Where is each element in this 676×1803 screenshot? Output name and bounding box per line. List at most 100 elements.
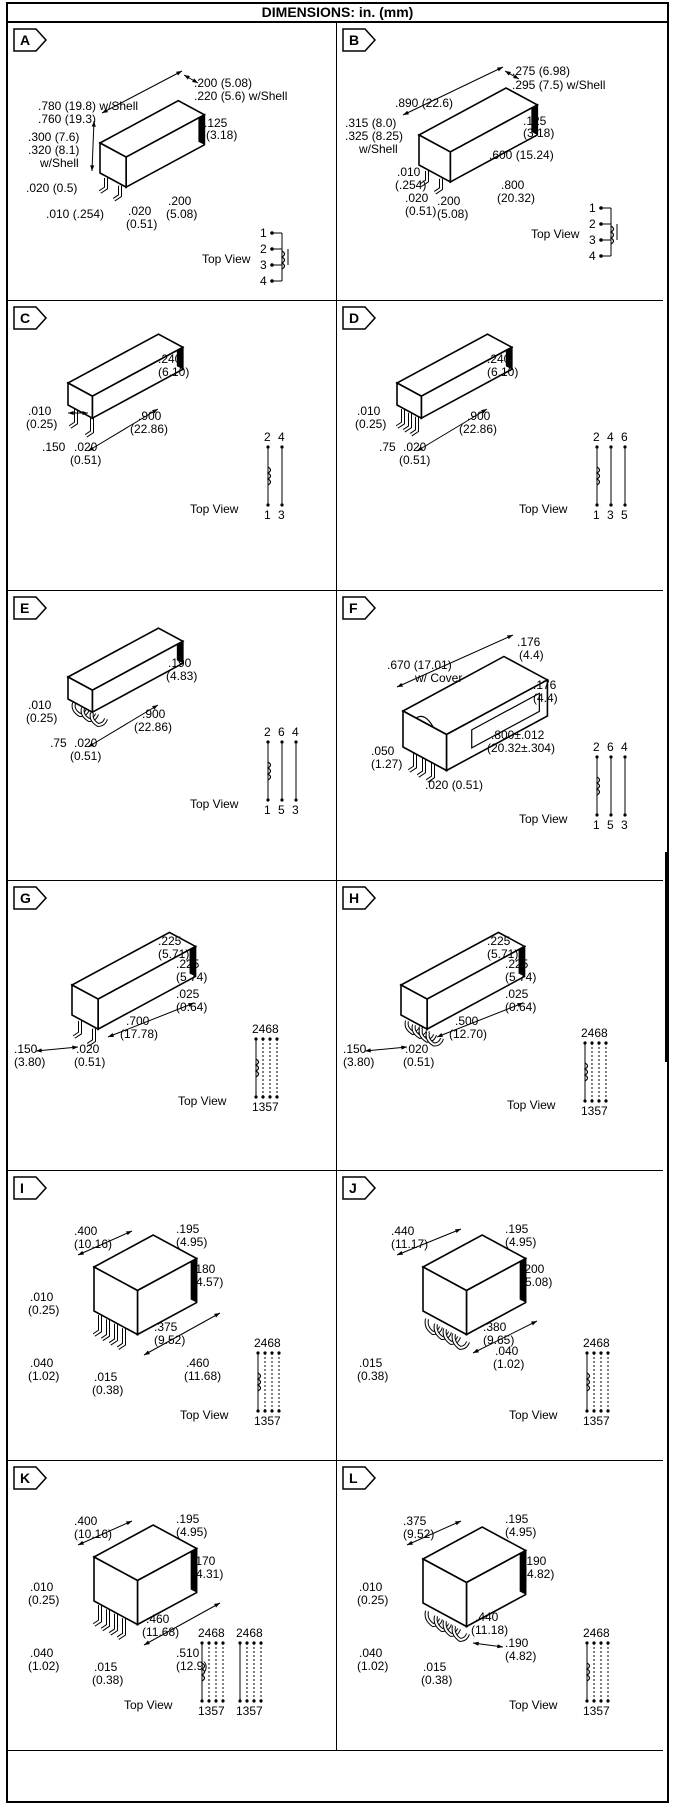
pin-number: 3 bbox=[260, 258, 267, 272]
dimension-label: (5.71) bbox=[487, 947, 518, 961]
dimension-label: (3.80) bbox=[343, 1055, 374, 1069]
edge-tab bbox=[665, 852, 669, 1062]
dimension-label: .020 bbox=[74, 440, 98, 454]
dimension-label: (4.4) bbox=[519, 648, 544, 662]
dimension-label: (3.18) bbox=[206, 128, 237, 142]
dimension-label: (0.38) bbox=[357, 1369, 388, 1383]
dimension-label: (5.74) bbox=[505, 970, 536, 984]
dimension-label: (9.52) bbox=[154, 1333, 185, 1347]
relay-body bbox=[417, 87, 540, 184]
dimension-grid: A.200 (5.08).220 (5.6) w/Shell.780 (19.8… bbox=[6, 21, 669, 1803]
panel-i: I.400(10.16).195(4.95).180(4.57).010(0.2… bbox=[8, 1171, 337, 1461]
panel-drawing: E.190(4.83).010(0.25).900(22.86).75.020(… bbox=[13, 596, 299, 817]
top-view-label: Top View bbox=[519, 812, 568, 826]
dimension-label: .325 (8.25) bbox=[345, 129, 403, 143]
panel-letter: C bbox=[20, 310, 30, 326]
pin-numbers-top: 6 bbox=[621, 430, 628, 444]
relay-body bbox=[401, 655, 550, 772]
top-view-label: Top View bbox=[519, 502, 568, 516]
relay-leads bbox=[98, 178, 122, 202]
pin-number: 3 bbox=[589, 233, 596, 247]
pin-numbers-bottom: 1357 bbox=[252, 1100, 279, 1114]
panel-letter-badge: E bbox=[13, 596, 48, 620]
dimension-label: (0.38) bbox=[421, 1673, 452, 1687]
dimension-label: .670 (17.01) bbox=[387, 658, 452, 672]
dimension-label: .190 bbox=[168, 656, 192, 670]
pin-numbers-bottom: 1 bbox=[264, 508, 271, 522]
pin-numbers-top: 2 bbox=[264, 725, 271, 739]
panel-letter-badge: A bbox=[13, 28, 48, 52]
dimension-label: (10.16) bbox=[74, 1237, 112, 1251]
dimension-label: .320 (8.1) bbox=[28, 143, 79, 157]
pin-numbers-top: 2 bbox=[593, 430, 600, 444]
dimension-label: .020 bbox=[76, 1042, 100, 1056]
relay-body bbox=[66, 627, 185, 714]
relay-leads bbox=[419, 171, 443, 195]
pin-numbers-bottom: 5 bbox=[607, 818, 614, 832]
dimension-label: .380 bbox=[483, 1320, 507, 1334]
pin-numbers-bottom: 1 bbox=[264, 803, 271, 817]
dimension-label: .375 bbox=[403, 1514, 427, 1528]
panel-letter-badge: F bbox=[342, 596, 377, 620]
dimension-label: .460 bbox=[146, 1612, 170, 1626]
dimension-label: (0.51) bbox=[70, 749, 101, 763]
dimension-label: (0.38) bbox=[92, 1383, 123, 1397]
dimension-label: .025 bbox=[505, 987, 529, 1001]
dimension-label: .020 (0.5) bbox=[26, 181, 77, 195]
dimension-label: .015 bbox=[359, 1356, 383, 1370]
pin-numbers-bottom: 1 bbox=[593, 818, 600, 832]
dimension-label: .440 bbox=[475, 1610, 499, 1624]
dimension-label: (4.95) bbox=[176, 1235, 207, 1249]
pin-numbers-top: 2468 bbox=[198, 1626, 225, 1640]
dimension-label: .400 bbox=[74, 1514, 98, 1528]
dimension-label: .500 bbox=[455, 1014, 479, 1028]
dimension-label: (0.25) bbox=[28, 1303, 59, 1317]
dimension-label: .890 (22.6) bbox=[395, 96, 453, 110]
panel-drawing: L.375(9.52).195(4.95).190(4.82).010(0.25… bbox=[342, 1466, 610, 1718]
dimension-label: (0.51) bbox=[74, 1055, 105, 1069]
dimension-label: (5.74) bbox=[176, 970, 207, 984]
panel-drawing: H.225(5.71).225(5.74).025(0.64).500(12.7… bbox=[342, 886, 608, 1118]
top-view-label: Top View bbox=[509, 1408, 558, 1422]
relay-leads bbox=[404, 1020, 444, 1047]
dimension-label: .440 bbox=[391, 1224, 415, 1238]
panel-c: C.240(6.10).010(0.25).900(22.86).150.020… bbox=[8, 301, 337, 591]
dimension-label: .275 (6.98) bbox=[512, 64, 570, 78]
panel-drawing: G.225(5.71).225(5.74).025(0.64).700(17.7… bbox=[13, 886, 279, 1114]
dimension-label: (0.25) bbox=[26, 711, 57, 725]
dimension-label: .195 bbox=[176, 1512, 200, 1526]
panel-drawing: C.240(6.10).010(0.25).900(22.86).150.020… bbox=[13, 306, 285, 522]
panel-letter-badge: L bbox=[342, 1466, 377, 1490]
dimension-label: .020 bbox=[403, 440, 427, 454]
dimension-label: (3.80) bbox=[14, 1055, 45, 1069]
dimension-label: .295 (7.5) w/Shell bbox=[512, 78, 605, 92]
panel-letter: K bbox=[20, 1470, 30, 1486]
dimension-label: (11.68) bbox=[142, 1625, 179, 1639]
relay-leads bbox=[424, 1610, 470, 1642]
pin-numbers-bottom: 3 bbox=[607, 508, 614, 522]
panel-k: K.400(10.16).195(4.95).170(4.31).010(0.2… bbox=[8, 1461, 337, 1751]
dimension-label: (1.02) bbox=[357, 1659, 388, 1673]
pin-numbers-top: 4 bbox=[621, 740, 628, 754]
pin-numbers-top: 2468 bbox=[583, 1336, 610, 1350]
relay-body bbox=[66, 333, 185, 420]
pin-numbers-bottom: 3 bbox=[621, 818, 628, 832]
pin-numbers-bottom: 1 bbox=[593, 508, 600, 522]
panel-drawing: D.240(6.10).010(0.25).900(22.86).75.020(… bbox=[342, 306, 628, 522]
dimension-label: .225 bbox=[487, 934, 511, 948]
dimension-label: (0.25) bbox=[26, 417, 57, 431]
pin-number: 2 bbox=[589, 217, 596, 231]
dimension-label: (22.86) bbox=[134, 720, 172, 734]
dimension-label: w/Shell bbox=[358, 142, 398, 156]
dimension-label: .200 (5.08) bbox=[194, 76, 252, 90]
top-view-label: Top View bbox=[178, 1094, 227, 1108]
dimension-label: (.254) bbox=[395, 178, 426, 192]
relay-body bbox=[98, 99, 207, 189]
pin-numbers-top: 2468 bbox=[583, 1626, 610, 1640]
panel-e: E.190(4.83).010(0.25).900(22.86).75.020(… bbox=[8, 591, 337, 881]
dimension-label: .800±.012 bbox=[491, 728, 545, 742]
relay-leads bbox=[72, 1021, 96, 1047]
